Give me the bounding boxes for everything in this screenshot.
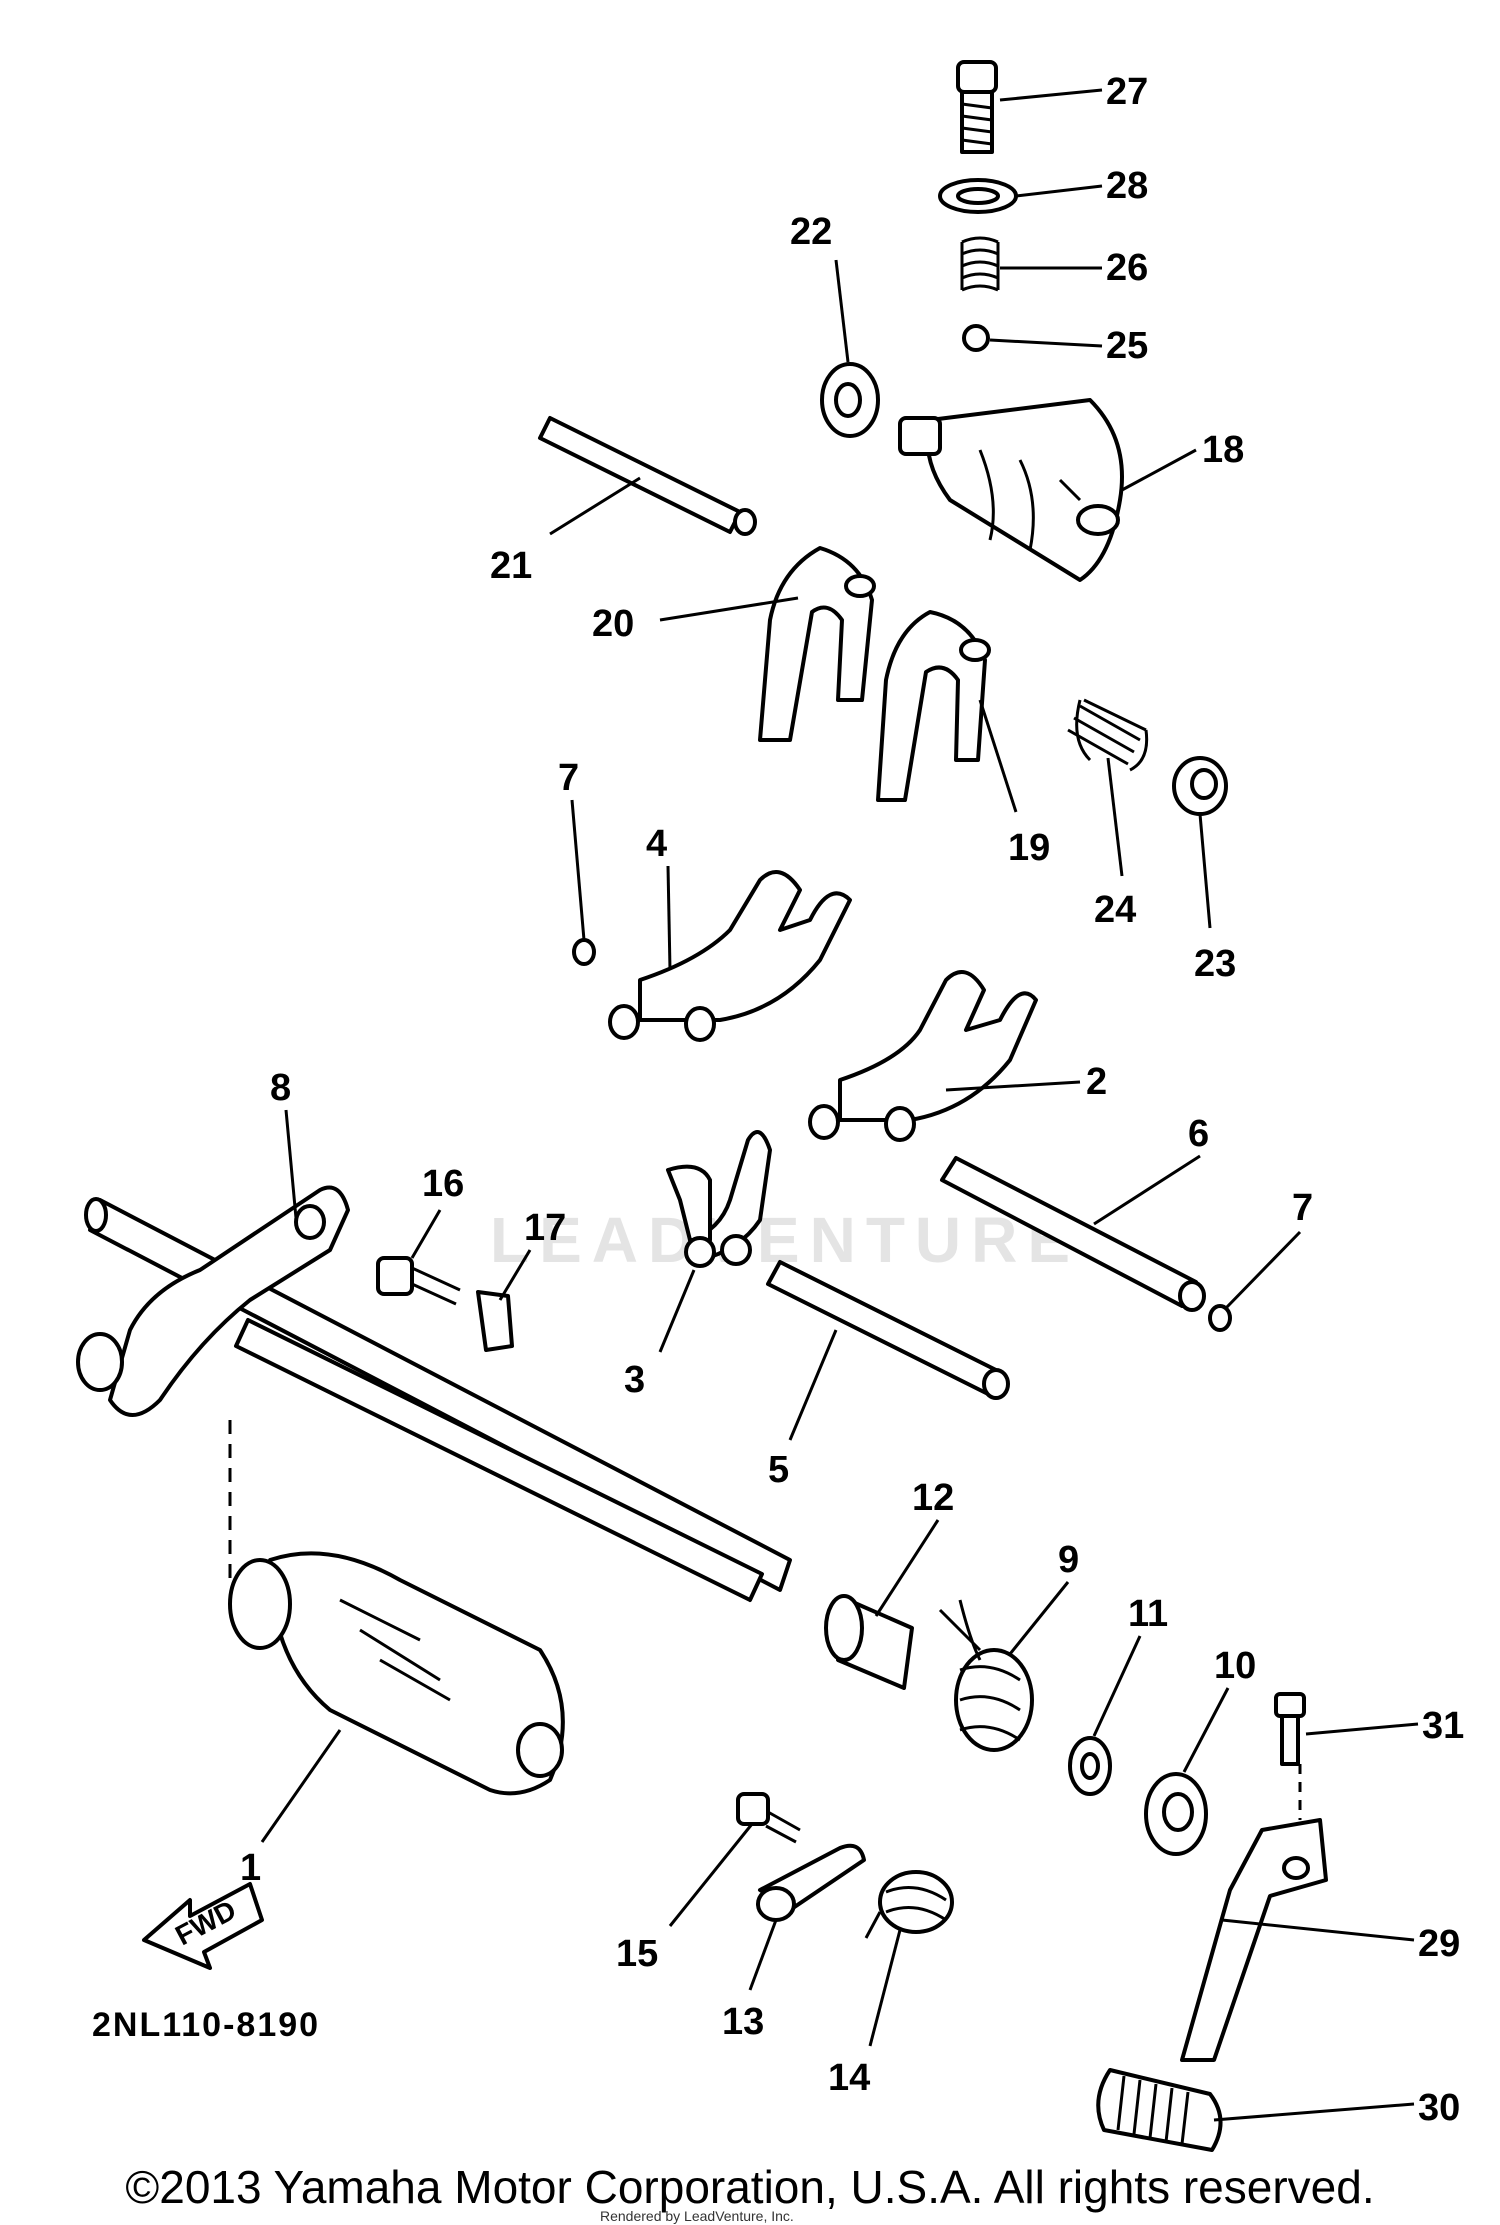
- callout-14: 14: [828, 2057, 870, 2099]
- part-4-shift-fork: [608, 870, 852, 1042]
- part-5-rod: [766, 1260, 1010, 1400]
- part-2-shift-fork: [808, 970, 1038, 1142]
- callout-4: 4: [646, 823, 667, 865]
- callout-9: 9: [1058, 1539, 1079, 1581]
- callout-7-upper: 7: [558, 757, 579, 799]
- callout-2: 2: [1086, 1061, 1107, 1103]
- part-10-seal: [1144, 1772, 1208, 1856]
- callout-7-lower: 7: [1292, 1187, 1313, 1229]
- part-17-plate: [476, 1290, 514, 1352]
- callout-6: 6: [1188, 1113, 1209, 1155]
- part-19-shift-fork: [876, 610, 991, 802]
- part-21-rod: [538, 416, 757, 536]
- part-25-ball: [962, 324, 990, 352]
- part-28-washer: [938, 178, 1018, 214]
- callout-12: 12: [912, 1477, 954, 1519]
- callout-28: 28: [1106, 165, 1148, 207]
- callout-22: 22: [790, 211, 832, 253]
- part-7-clip-lower: [1208, 1304, 1232, 1332]
- part-27-bolt: [956, 60, 998, 154]
- part-20-shift-fork: [758, 546, 876, 742]
- part-24-spring: [1067, 698, 1149, 772]
- copyright-notice: ©2013 Yamaha Motor Corporation, U.S.A. A…: [125, 2161, 1375, 2213]
- callout-21: 21: [490, 545, 532, 587]
- part-1-shift-drum: [228, 1551, 565, 1796]
- callout-27: 27: [1106, 71, 1148, 113]
- part-29-shift-pedal: [1180, 1818, 1328, 2062]
- part-23-bushing: [1172, 756, 1228, 816]
- part-11-washer: [1068, 1736, 1112, 1796]
- callout-1: 1: [240, 1847, 261, 1889]
- part-26-spring: [960, 236, 1000, 292]
- part-6-rod: [940, 1156, 1206, 1312]
- callout-24: 24: [1094, 889, 1136, 931]
- callout-20: 20: [592, 603, 634, 645]
- part-14-spring: [864, 1870, 954, 1939]
- callout-10: 10: [1214, 1645, 1256, 1687]
- callout-15: 15: [616, 1933, 658, 1975]
- diagram-code: 2NL110-8190: [92, 2006, 320, 2044]
- callout-17: 17: [524, 1207, 566, 1249]
- part-15-bolt: [736, 1792, 801, 1844]
- part-12-bushing: [824, 1594, 914, 1690]
- part-22-bearing: [820, 362, 880, 438]
- callout-19: 19: [1008, 827, 1050, 869]
- callout-11: 11: [1128, 1593, 1168, 1635]
- part-7-clip-upper: [572, 938, 596, 966]
- callout-25: 25: [1106, 325, 1148, 367]
- rendered-by-notice: Rendered by LeadVenture, Inc.: [600, 2208, 794, 2224]
- callout-26: 26: [1106, 247, 1148, 289]
- part-9-spring: [938, 1599, 1034, 1752]
- callout-31: 31: [1422, 1705, 1464, 1747]
- part-16-pin: [376, 1256, 461, 1306]
- callout-3: 3: [624, 1359, 645, 1401]
- callout-5: 5: [768, 1449, 789, 1491]
- part-31-bolt: [1274, 1692, 1306, 1766]
- callout-23: 23: [1194, 943, 1236, 985]
- callout-29: 29: [1418, 1923, 1460, 1965]
- part-30-pedal-rubber: [1096, 2068, 1223, 2152]
- part-13-stopper-arm: [756, 1843, 866, 1922]
- forward-direction-arrow: FWD: [142, 1882, 264, 1970]
- part-18-shift-drum: [898, 398, 1124, 582]
- leader-lines: [228, 88, 1419, 2122]
- part-3-shift-fork: [666, 1130, 772, 1268]
- callout-16: 16: [422, 1163, 464, 1205]
- callout-13: 13: [722, 2001, 764, 2043]
- callout-numbers: 27 28 26 25 22 18 21 20 19 24 23 7 4 2 8…: [240, 71, 1464, 2129]
- part-8-shift-shaft: [76, 1185, 792, 1602]
- callout-30: 30: [1418, 2087, 1460, 2129]
- callout-18: 18: [1202, 429, 1244, 471]
- callout-8: 8: [270, 1067, 291, 1109]
